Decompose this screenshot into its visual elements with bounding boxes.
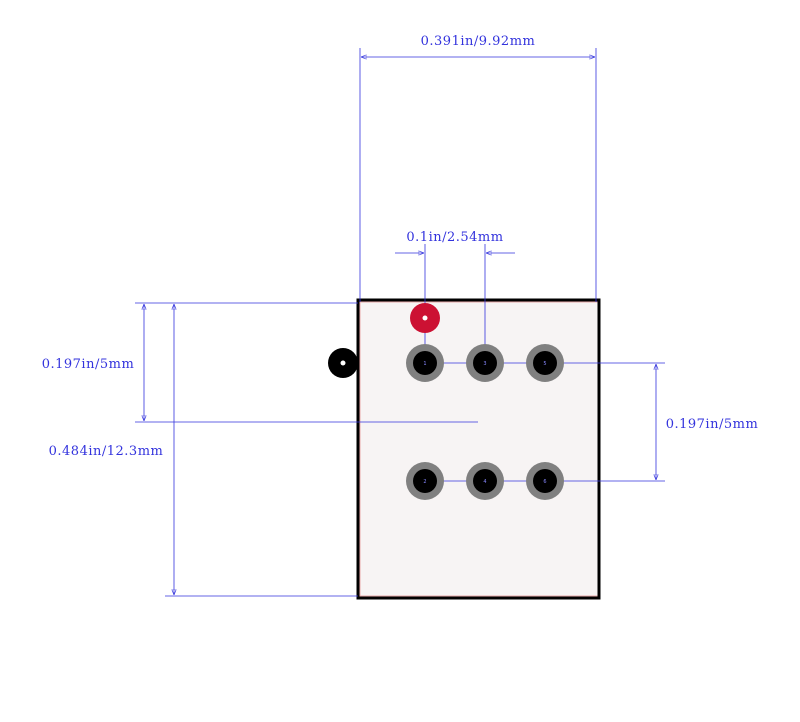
pad-5: 5 bbox=[526, 344, 564, 382]
pad-center bbox=[473, 469, 497, 493]
body-outline bbox=[356, 298, 601, 600]
pin1-marker bbox=[410, 303, 440, 333]
component-body bbox=[356, 298, 601, 600]
dimension-overall-height bbox=[165, 304, 358, 597]
pad-number: 1 bbox=[423, 361, 426, 367]
pin1-offset-label: 0.197in/5mm bbox=[42, 357, 135, 372]
pad-center bbox=[413, 351, 437, 375]
pad-center bbox=[473, 351, 497, 375]
dimension-overall-width bbox=[359, 48, 597, 302]
pad-number: 5 bbox=[543, 361, 546, 367]
pad-3: 3 bbox=[466, 344, 504, 382]
pad-center bbox=[533, 351, 557, 375]
pin1-marker-hole bbox=[422, 315, 428, 321]
pad-6: 6 bbox=[526, 462, 564, 500]
pad-4: 4 bbox=[466, 462, 504, 500]
pad-1: 1 bbox=[406, 344, 444, 382]
pad-array: 1 3 5 2 4 6 bbox=[406, 344, 564, 500]
pad-number: 3 bbox=[483, 361, 486, 367]
pad-center bbox=[413, 469, 437, 493]
dimension-pin1-offset bbox=[135, 302, 478, 423]
overall-height-label: 0.484in/12.3mm bbox=[49, 444, 164, 459]
overall-width-label: 0.391in/9.92mm bbox=[421, 34, 536, 49]
pad-number: 2 bbox=[423, 479, 426, 485]
pin-pitch-label: 0.1in/2.54mm bbox=[406, 230, 503, 245]
pad-2: 2 bbox=[406, 462, 444, 500]
orientation-dot-hole bbox=[340, 360, 346, 366]
row-spacing-label: 0.197in/5mm bbox=[666, 417, 759, 432]
orientation-dot bbox=[328, 348, 358, 378]
pad-number: 4 bbox=[483, 479, 486, 485]
pad-number: 6 bbox=[543, 479, 546, 485]
pad-center bbox=[533, 469, 557, 493]
